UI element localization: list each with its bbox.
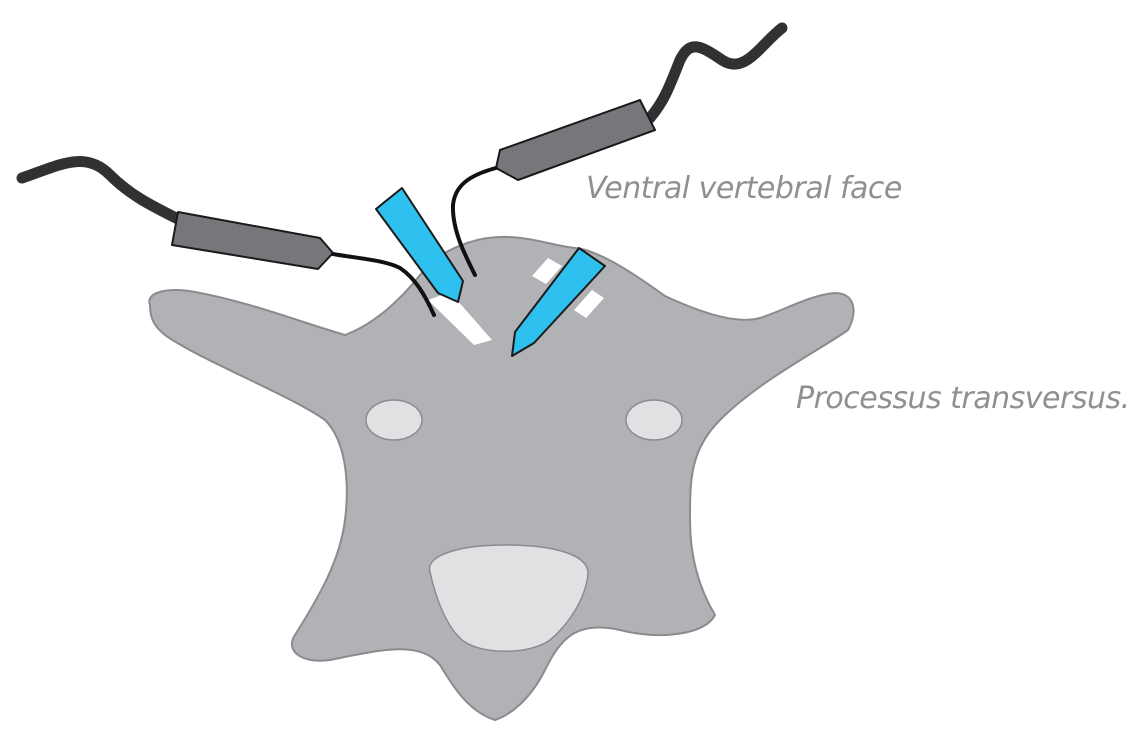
left-foramen	[366, 400, 422, 440]
left-electrode-handle	[172, 212, 333, 269]
left-electrode-cable	[22, 162, 180, 220]
left-electrode	[22, 162, 434, 315]
right-electrode-cable	[650, 28, 782, 118]
label-ventral-vertebral-face: Ventral vertebral face	[586, 171, 902, 206]
label-processus-transversus: Processus transversus.	[796, 381, 1130, 416]
right-foramen	[626, 400, 682, 440]
right-electrode-handle	[496, 100, 655, 180]
